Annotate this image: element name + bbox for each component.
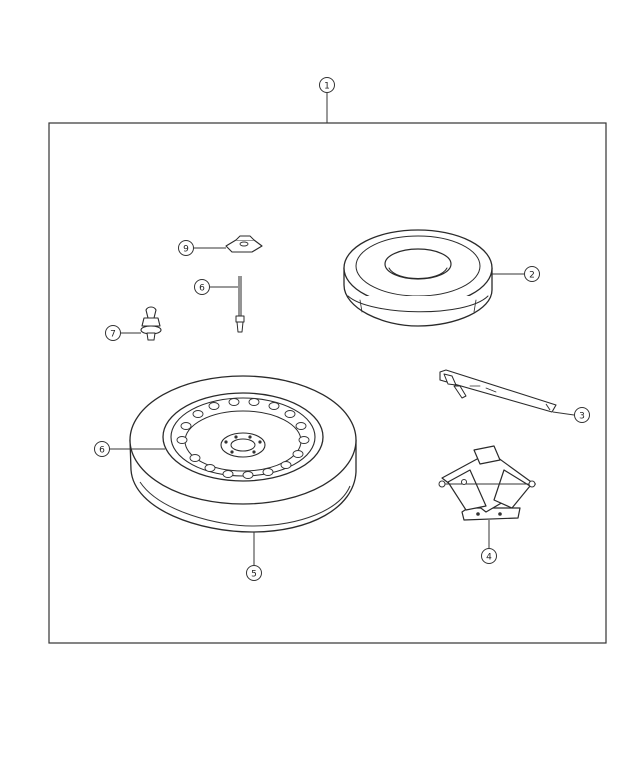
callout-7-label: 7 bbox=[110, 330, 116, 340]
lug-holes bbox=[224, 435, 262, 454]
jack-handle-wrench bbox=[439, 369, 557, 413]
callout-9-label: 9 bbox=[183, 245, 189, 255]
callout-3[interactable]: 3 bbox=[552, 407, 590, 423]
callout-1[interactable]: 1 bbox=[319, 77, 335, 124]
callout-3-label: 3 bbox=[579, 412, 585, 422]
wheel-stud bbox=[235, 276, 245, 333]
callout-6-stud[interactable]: 6 bbox=[194, 279, 239, 295]
callout-2[interactable]: 2 bbox=[492, 266, 540, 282]
callout-6-stud-label: 6 bbox=[199, 284, 205, 294]
callout-2-label: 2 bbox=[529, 271, 535, 281]
callout-7[interactable]: 7 bbox=[105, 325, 142, 341]
callout-6-wheel[interactable]: 6 bbox=[94, 441, 166, 457]
callout-4-label: 4 bbox=[486, 553, 492, 563]
callout-9[interactable]: 9 bbox=[178, 240, 227, 256]
callout-5-label: 5 bbox=[251, 570, 257, 580]
callout-5[interactable]: 5 bbox=[246, 532, 262, 581]
tire-storage-cover bbox=[343, 229, 493, 327]
callout-6-wheel-label: 6 bbox=[99, 446, 105, 456]
kit-frame bbox=[48, 122, 607, 644]
wing-nut bbox=[225, 235, 263, 253]
spare-wheel bbox=[162, 392, 324, 482]
callout-1-label: 1 bbox=[324, 82, 330, 92]
scissor-jack bbox=[438, 445, 536, 521]
wheel-vent-holes bbox=[176, 398, 310, 479]
callout-4[interactable]: 4 bbox=[481, 520, 497, 564]
valve-stem bbox=[140, 306, 162, 341]
